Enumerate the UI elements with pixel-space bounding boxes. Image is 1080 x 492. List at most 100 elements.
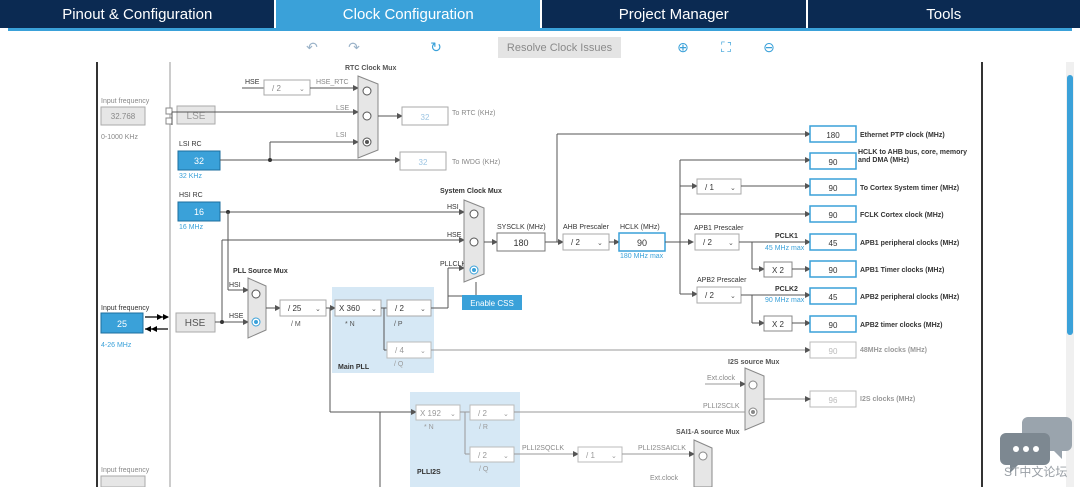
pll-source-hsi-label: HSI (229, 282, 241, 289)
output-field[interactable] (809, 125, 857, 143)
tab-tools[interactable]: Tools (807, 0, 1080, 28)
tab-clock-configuration[interactable]: Clock Configuration (276, 0, 540, 28)
apb1-prescaler-label: APB1 Prescaler (694, 225, 744, 232)
fit-icon[interactable]: ⛶ (721, 38, 731, 55)
pll-source-mux-title: PLL Source Mux (233, 268, 288, 275)
sys-mux-option-hsi[interactable] (469, 209, 479, 219)
cortex-timer-divider-value: / 1 (705, 183, 714, 192)
apb2-prescaler-value: / 2 (705, 291, 714, 300)
pclk1-label: PCLK1 (775, 233, 798, 240)
output-field[interactable] (809, 233, 857, 251)
output-fclk-cortex: 90 FCLK Cortex clock (MHz) (809, 205, 944, 223)
apb2-prescaler-label: APB2 Prescaler (697, 277, 747, 284)
lsi-unit: 32 KHz (179, 173, 202, 180)
pll-n-value: X 360 (339, 304, 360, 313)
iwdg-output-value: 32 (419, 158, 428, 167)
output-48mhz: 90 48MHz clocks (MHz) (809, 341, 927, 359)
svg-text:⌄: ⌄ (597, 240, 603, 247)
i2s-source-mux-title: I2S source Mux (728, 359, 779, 366)
resolve-clock-issues-button[interactable]: Resolve Clock Issues (498, 37, 621, 58)
system-clock-mux-title: System Clock Mux (440, 188, 502, 195)
enable-css-label: Enable CSS (470, 299, 514, 308)
clock-tree-diagram: Main PLL PLLI2S Input frequency 32.768 0… (96, 62, 983, 488)
lsi-value: 32 (194, 156, 204, 166)
iwdg-output-label: To IWDG (KHz) (452, 159, 500, 166)
svg-text:⌄: ⌄ (371, 306, 377, 313)
output-label: 48MHz clocks (MHz) (860, 347, 927, 354)
output-value: 45 (829, 239, 838, 248)
lse-input-frequency-field[interactable] (100, 106, 146, 126)
hse-input-value: 25 (117, 319, 127, 329)
output-value: 90 (829, 158, 838, 167)
svg-text:⌄: ⌄ (730, 293, 736, 300)
lse-input-value: 32.768 (111, 112, 136, 121)
rtc-output-value: 32 (421, 113, 430, 122)
output-field[interactable] (809, 315, 857, 333)
rtc-output-field (401, 106, 449, 126)
output-field[interactable] (809, 152, 857, 170)
output-cortex-timer: 90 To Cortex System timer (MHz) (809, 178, 959, 196)
zoom-out-icon[interactable]: ⊖ (763, 38, 775, 55)
pll-source-option-hsi[interactable] (251, 289, 261, 299)
output-field[interactable] (809, 287, 857, 305)
pll-p-value: / 2 (395, 304, 404, 313)
rtc-mux-option-hse[interactable] (362, 86, 372, 96)
output-label: Ethernet PTP clock (MHz) (860, 132, 945, 139)
sai1a-source-mux[interactable] (693, 439, 713, 488)
watermark-text: ST中文论坛 (1004, 465, 1068, 479)
sys-mux-hsi-label: HSI (447, 204, 459, 211)
output-field[interactable] (809, 205, 857, 223)
pll-p-label: / P (394, 321, 403, 328)
plli2ssaiclk-label: PLLI2SSAICLK (638, 445, 686, 452)
output-ethernet-ptp: 180 Ethernet PTP clock (MHz) (809, 125, 945, 143)
refresh-icon[interactable]: ↻ (430, 38, 442, 55)
pll-m-value: / 25 (288, 304, 302, 313)
output-value: 90 (829, 347, 838, 356)
lse-oscillator (176, 105, 216, 125)
plli2s-r-value: / 2 (478, 409, 487, 418)
rtc-clock-mux-title: RTC Clock Mux (345, 65, 396, 72)
plli2s-n-value: X 192 (420, 409, 441, 418)
top-tab-bar: Pinout & Configuration Clock Configurati… (0, 0, 1080, 30)
pll-source-mux[interactable] (247, 277, 267, 339)
ahb-prescaler-label: AHB Prescaler (563, 224, 610, 231)
plli2s-n-label: * N (424, 424, 434, 431)
hclk-value: 90 (637, 238, 647, 248)
lse-range: 0-1000 KHz (101, 134, 138, 141)
output-field[interactable] (809, 178, 857, 196)
apb2-timer-multiplier-value: X 2 (772, 320, 785, 329)
rtc-lse-label: LSE (336, 105, 350, 112)
rtc-mux-option-lse[interactable] (362, 111, 372, 121)
rtc-lsi-label: LSI (336, 132, 347, 139)
sysclk-value: 180 (513, 238, 528, 248)
output-hclk-ahb: 90 HCLK to AHB bus, core, memory and DMA… (809, 149, 967, 170)
tab-project-manager[interactable]: Project Manager (542, 0, 806, 28)
scrollbar-thumb[interactable] (1067, 75, 1073, 335)
tab-pinout-configuration[interactable]: Pinout & Configuration (0, 0, 275, 28)
rtc-output-label: To RTC (KHz) (452, 110, 495, 117)
i2s-source-mux[interactable] (744, 367, 765, 431)
output-value: 45 (829, 293, 838, 302)
plli2s-q-value: / 2 (478, 451, 487, 460)
sys-mux-option-hse[interactable] (469, 237, 479, 247)
output-label: FCLK Cortex clock (MHz) (860, 212, 944, 219)
svg-text:⌄: ⌄ (420, 348, 426, 355)
undo-icon[interactable]: ↶ (306, 38, 318, 55)
zoom-in-icon[interactable]: ⊕ (677, 38, 689, 55)
enable-css-button[interactable] (462, 295, 522, 310)
output-apb2-timer: 90 APB2 timer clocks (MHz) (809, 315, 942, 333)
hse-label: HSE (185, 318, 206, 329)
redo-icon[interactable]: ↷ (348, 38, 360, 55)
sys-mux-hse-label: HSE (447, 232, 462, 239)
pclk1-max: 45 MHz max (765, 245, 805, 252)
output-apb1-timer: 90 APB1 Timer clocks (MHz) (809, 260, 944, 278)
i2s-ext-clock-label: Ext.clock (707, 375, 736, 382)
output-field[interactable] (809, 260, 857, 278)
svg-text:⌄: ⌄ (728, 240, 734, 247)
sai-mux-option-pll[interactable] (698, 451, 708, 461)
i2s-mux-option-ext[interactable] (748, 380, 758, 390)
output-label: APB2 timer clocks (MHz) (860, 322, 942, 329)
sai1a-source-mux-title: SAI1-A source Mux (676, 429, 740, 436)
output-label: I2S clocks (MHz) (860, 396, 915, 403)
hse-input-frequency-field[interactable] (100, 312, 144, 334)
